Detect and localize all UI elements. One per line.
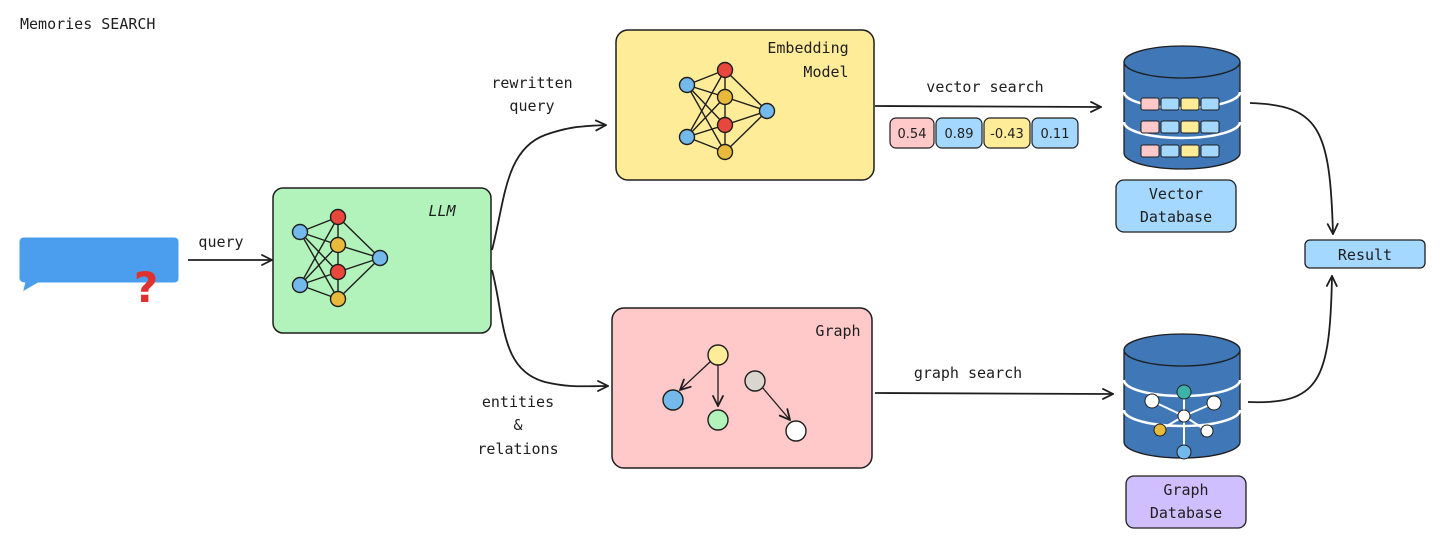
rewritten-query-label-line1: rewritten bbox=[491, 74, 572, 92]
graph-search-arrow bbox=[874, 393, 1113, 394]
svg-text:Vector: Vector bbox=[1149, 185, 1203, 203]
vector-to-result-arrow bbox=[1249, 102, 1333, 234]
neural-network-icon bbox=[291, 208, 389, 308]
embedding-label-line2: Model bbox=[803, 63, 848, 81]
svg-text:Database: Database bbox=[1140, 208, 1212, 226]
vector-value-text: -0.43 bbox=[990, 127, 1024, 142]
diagram-title: Memories SEARCH bbox=[20, 15, 155, 33]
vector-search-arrow bbox=[874, 106, 1101, 107]
svg-text:Database: Database bbox=[1150, 504, 1222, 522]
relations-label: relations bbox=[477, 440, 558, 458]
chat-bubble-icon: ? bbox=[19, 237, 179, 312]
vector-search-label: vector search bbox=[926, 78, 1043, 96]
llm-box: LLM bbox=[272, 187, 492, 334]
graph-to-result-arrow bbox=[1247, 276, 1332, 404]
svg-text:Graph: Graph bbox=[1163, 481, 1208, 499]
result-box: Result bbox=[1304, 239, 1426, 269]
graph-label: Graph bbox=[815, 322, 860, 340]
result-label: Result bbox=[1338, 246, 1392, 264]
embedding-label-line1: Embedding bbox=[767, 39, 848, 57]
graph-search-label: graph search bbox=[914, 364, 1022, 382]
graph-nodes-icon bbox=[662, 344, 807, 442]
vector-value-chip: 0.89 bbox=[935, 117, 983, 149]
graph-database-icon bbox=[1122, 333, 1242, 460]
entities-relations-arrow bbox=[491, 269, 608, 386]
vector-value-text: 0.54 bbox=[898, 127, 927, 142]
entities-label: entities bbox=[482, 393, 554, 411]
ampersand-label: & bbox=[513, 416, 522, 434]
graph-box: Graph bbox=[611, 307, 873, 469]
embedding-model-box: Embedding Model bbox=[615, 29, 875, 181]
vector-database-icon bbox=[1122, 45, 1242, 170]
neural-network-icon bbox=[678, 61, 776, 161]
vector-value-chip: 0.11 bbox=[1031, 117, 1079, 149]
vector-value-text: 0.89 bbox=[945, 127, 974, 142]
rewritten-query-arrow bbox=[491, 125, 606, 251]
llm-label: LLM bbox=[428, 202, 456, 220]
vector-database-label: Vector Database bbox=[1115, 179, 1237, 233]
vector-values: 0.54 0.89 -0.43 0.11 bbox=[889, 117, 1079, 149]
graph-database-label: Graph Database bbox=[1125, 475, 1247, 529]
question-mark-icon: ? bbox=[134, 263, 158, 312]
rewritten-query-label-line2: query bbox=[509, 97, 554, 115]
query-label: query bbox=[198, 233, 243, 251]
vector-value-chip: -0.43 bbox=[983, 117, 1031, 149]
vector-value-text: 0.11 bbox=[1041, 127, 1070, 142]
vector-value-chip: 0.54 bbox=[889, 117, 935, 149]
